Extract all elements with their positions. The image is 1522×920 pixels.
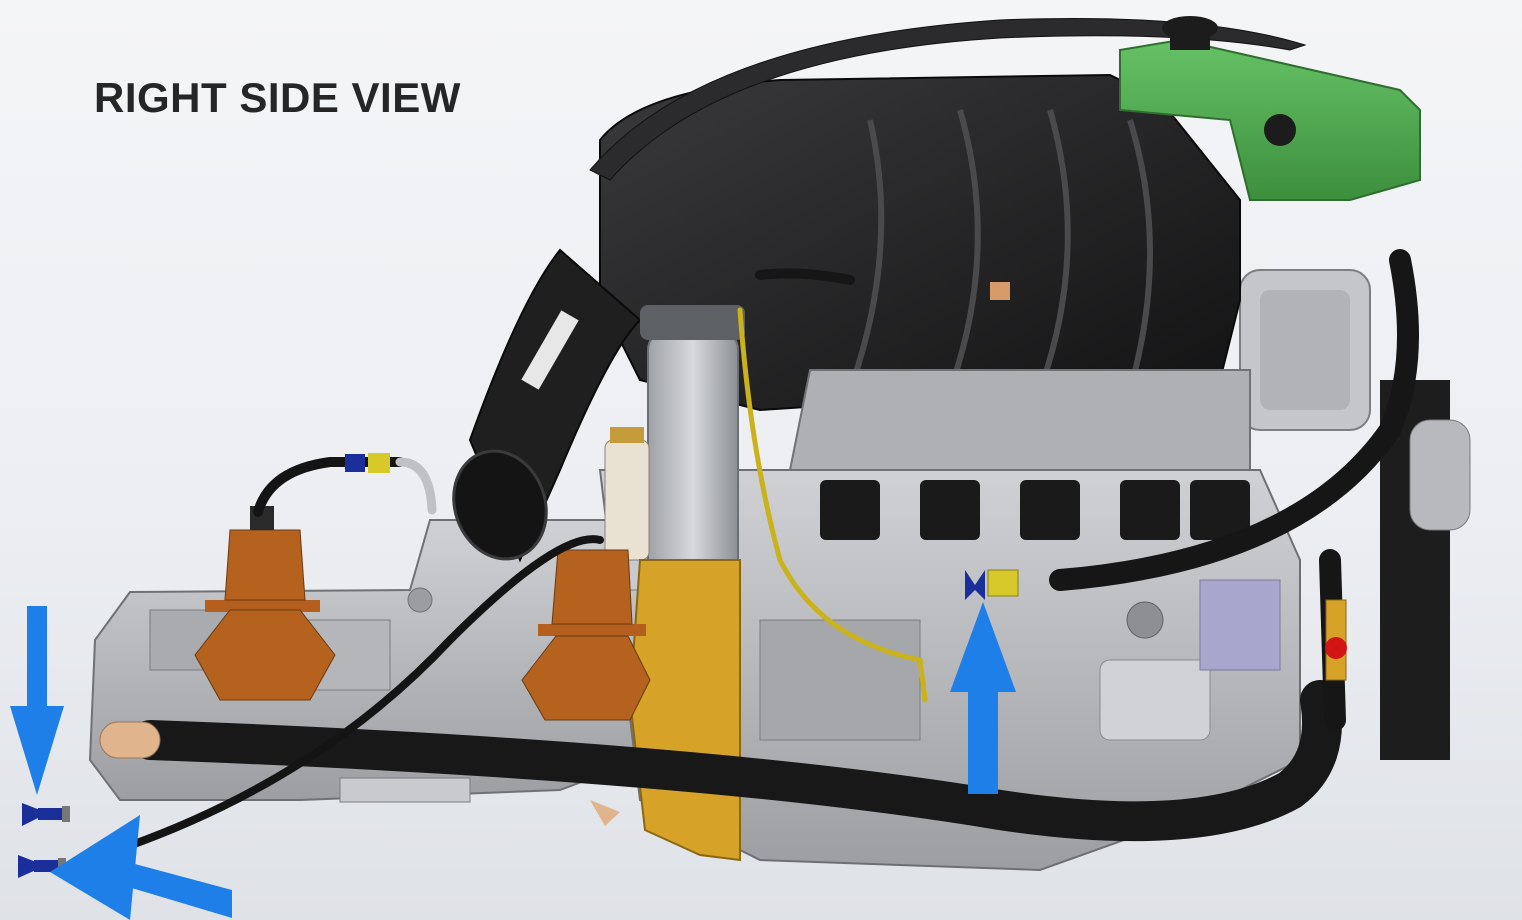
flow-sight-glass: [1325, 599, 1347, 681]
yellow-wire: [737, 307, 928, 703]
drain-plug-icon: [965, 569, 1019, 600]
ignition-coils: [820, 480, 1250, 540]
coolant-hose: [1049, 249, 1419, 591]
fuel-return-hose: [253, 457, 405, 517]
engine-mount-front: [521, 549, 651, 721]
fuel-filter: [640, 305, 745, 581]
hoses: [56, 249, 1419, 872]
engine-cover: [589, 17, 1307, 181]
exhaust-hose: [130, 680, 1342, 842]
engine-mount-rear: [194, 506, 336, 701]
arrow-icon: [50, 815, 232, 920]
intake-manifold: [599, 73, 1241, 412]
manifold-gasket: [788, 369, 1251, 471]
air-inlet-elbow: [452, 248, 642, 563]
arrow-icon: [950, 602, 1016, 794]
arrow-icon: [10, 606, 64, 795]
exhaust-elbow-pipe: [99, 721, 620, 826]
view-title: RIGHT SIDE VIEW: [94, 74, 461, 121]
drain-hose: [56, 535, 604, 872]
drain-plug-icon: [22, 803, 70, 826]
seawater-pump-housing: [628, 559, 741, 862]
coolant-tank: [1119, 16, 1421, 201]
